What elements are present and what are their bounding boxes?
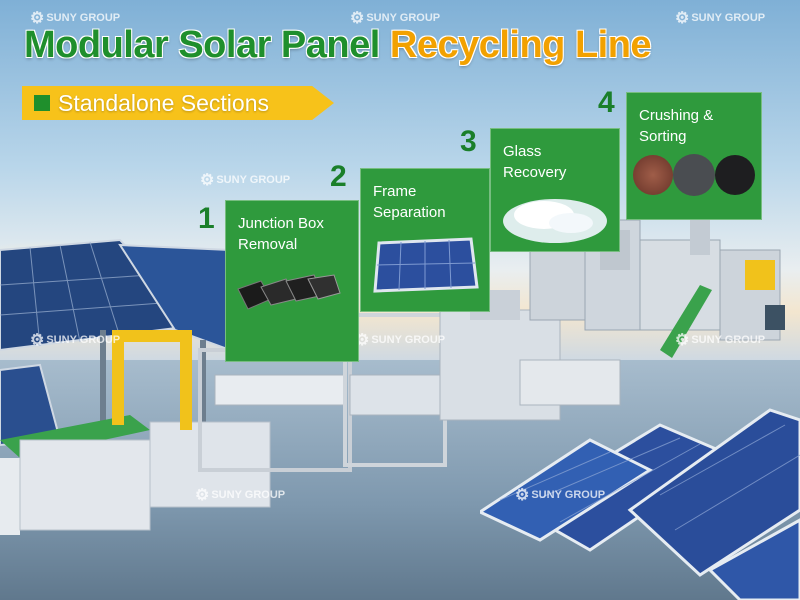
- step-card-frame-separation: Frame Separation: [360, 168, 490, 312]
- step-label: Frame Separation: [373, 183, 446, 221]
- crushed-material-image: [633, 154, 755, 196]
- watermark: ⚙SUNY GROUP: [515, 487, 606, 504]
- yellow-gantry: [112, 330, 192, 430]
- step-number-1: 1: [198, 202, 215, 235]
- watermark: ⚙SUNY GROUP: [30, 332, 121, 349]
- step-number-3: 3: [460, 125, 477, 158]
- watermark: ⚙SUNY GROUP: [30, 10, 121, 27]
- watermark: ⚙SUNY GROUP: [200, 172, 291, 189]
- step-number-4: 4: [598, 86, 615, 119]
- watermark: ⚙SUNY GROUP: [355, 332, 446, 349]
- page-title: Modular Solar Panel Recycling Line: [24, 24, 652, 67]
- gear-icon: ⚙: [30, 332, 45, 349]
- step-card-junction-box-removal: Junction Box Removal: [225, 200, 359, 362]
- watermark: ⚙SUNY GROUP: [675, 10, 766, 27]
- gear-icon: ⚙: [350, 10, 365, 27]
- step-card-glass-recovery: Glass Recovery: [490, 128, 620, 252]
- gear-icon: ⚙: [30, 10, 45, 27]
- title-part-2: Recycling Line: [389, 24, 652, 66]
- recycling-line-machinery: [0, 215, 785, 535]
- solar-panel-image: [373, 237, 479, 293]
- step-label: Junction Box Removal: [238, 215, 324, 253]
- gear-icon: ⚙: [515, 487, 530, 504]
- watermark: ⚙SUNY GROUP: [675, 332, 766, 349]
- gear-icon: ⚙: [200, 172, 215, 189]
- subtitle-text: Standalone Sections: [58, 90, 269, 116]
- green-square-icon: [34, 95, 50, 111]
- watermark: ⚙SUNY GROUP: [350, 10, 441, 27]
- step-label: Glass Recovery: [503, 143, 567, 181]
- step-label: Crushing & Sorting: [639, 107, 714, 145]
- solar-array-lower: [0, 243, 231, 447]
- crushing-sorting-station: [584, 215, 785, 358]
- foreground-solar-panels: [480, 408, 800, 600]
- glass-cullet-image: [503, 199, 607, 243]
- gear-icon: ⚙: [675, 332, 690, 349]
- junction-box-image: [237, 274, 341, 310]
- title-part-1: Modular Solar Panel: [24, 24, 380, 66]
- step-number-2: 2: [330, 160, 347, 193]
- watermark: ⚙SUNY GROUP: [195, 487, 286, 504]
- conveyor-infeed: [0, 415, 271, 535]
- gear-icon: ⚙: [675, 10, 690, 27]
- step-card-crushing-sorting: Crushing & Sorting: [626, 92, 762, 220]
- gear-icon: ⚙: [195, 487, 210, 504]
- subtitle-banner: Standalone Sections: [22, 86, 334, 120]
- left-solar-array: [0, 238, 231, 450]
